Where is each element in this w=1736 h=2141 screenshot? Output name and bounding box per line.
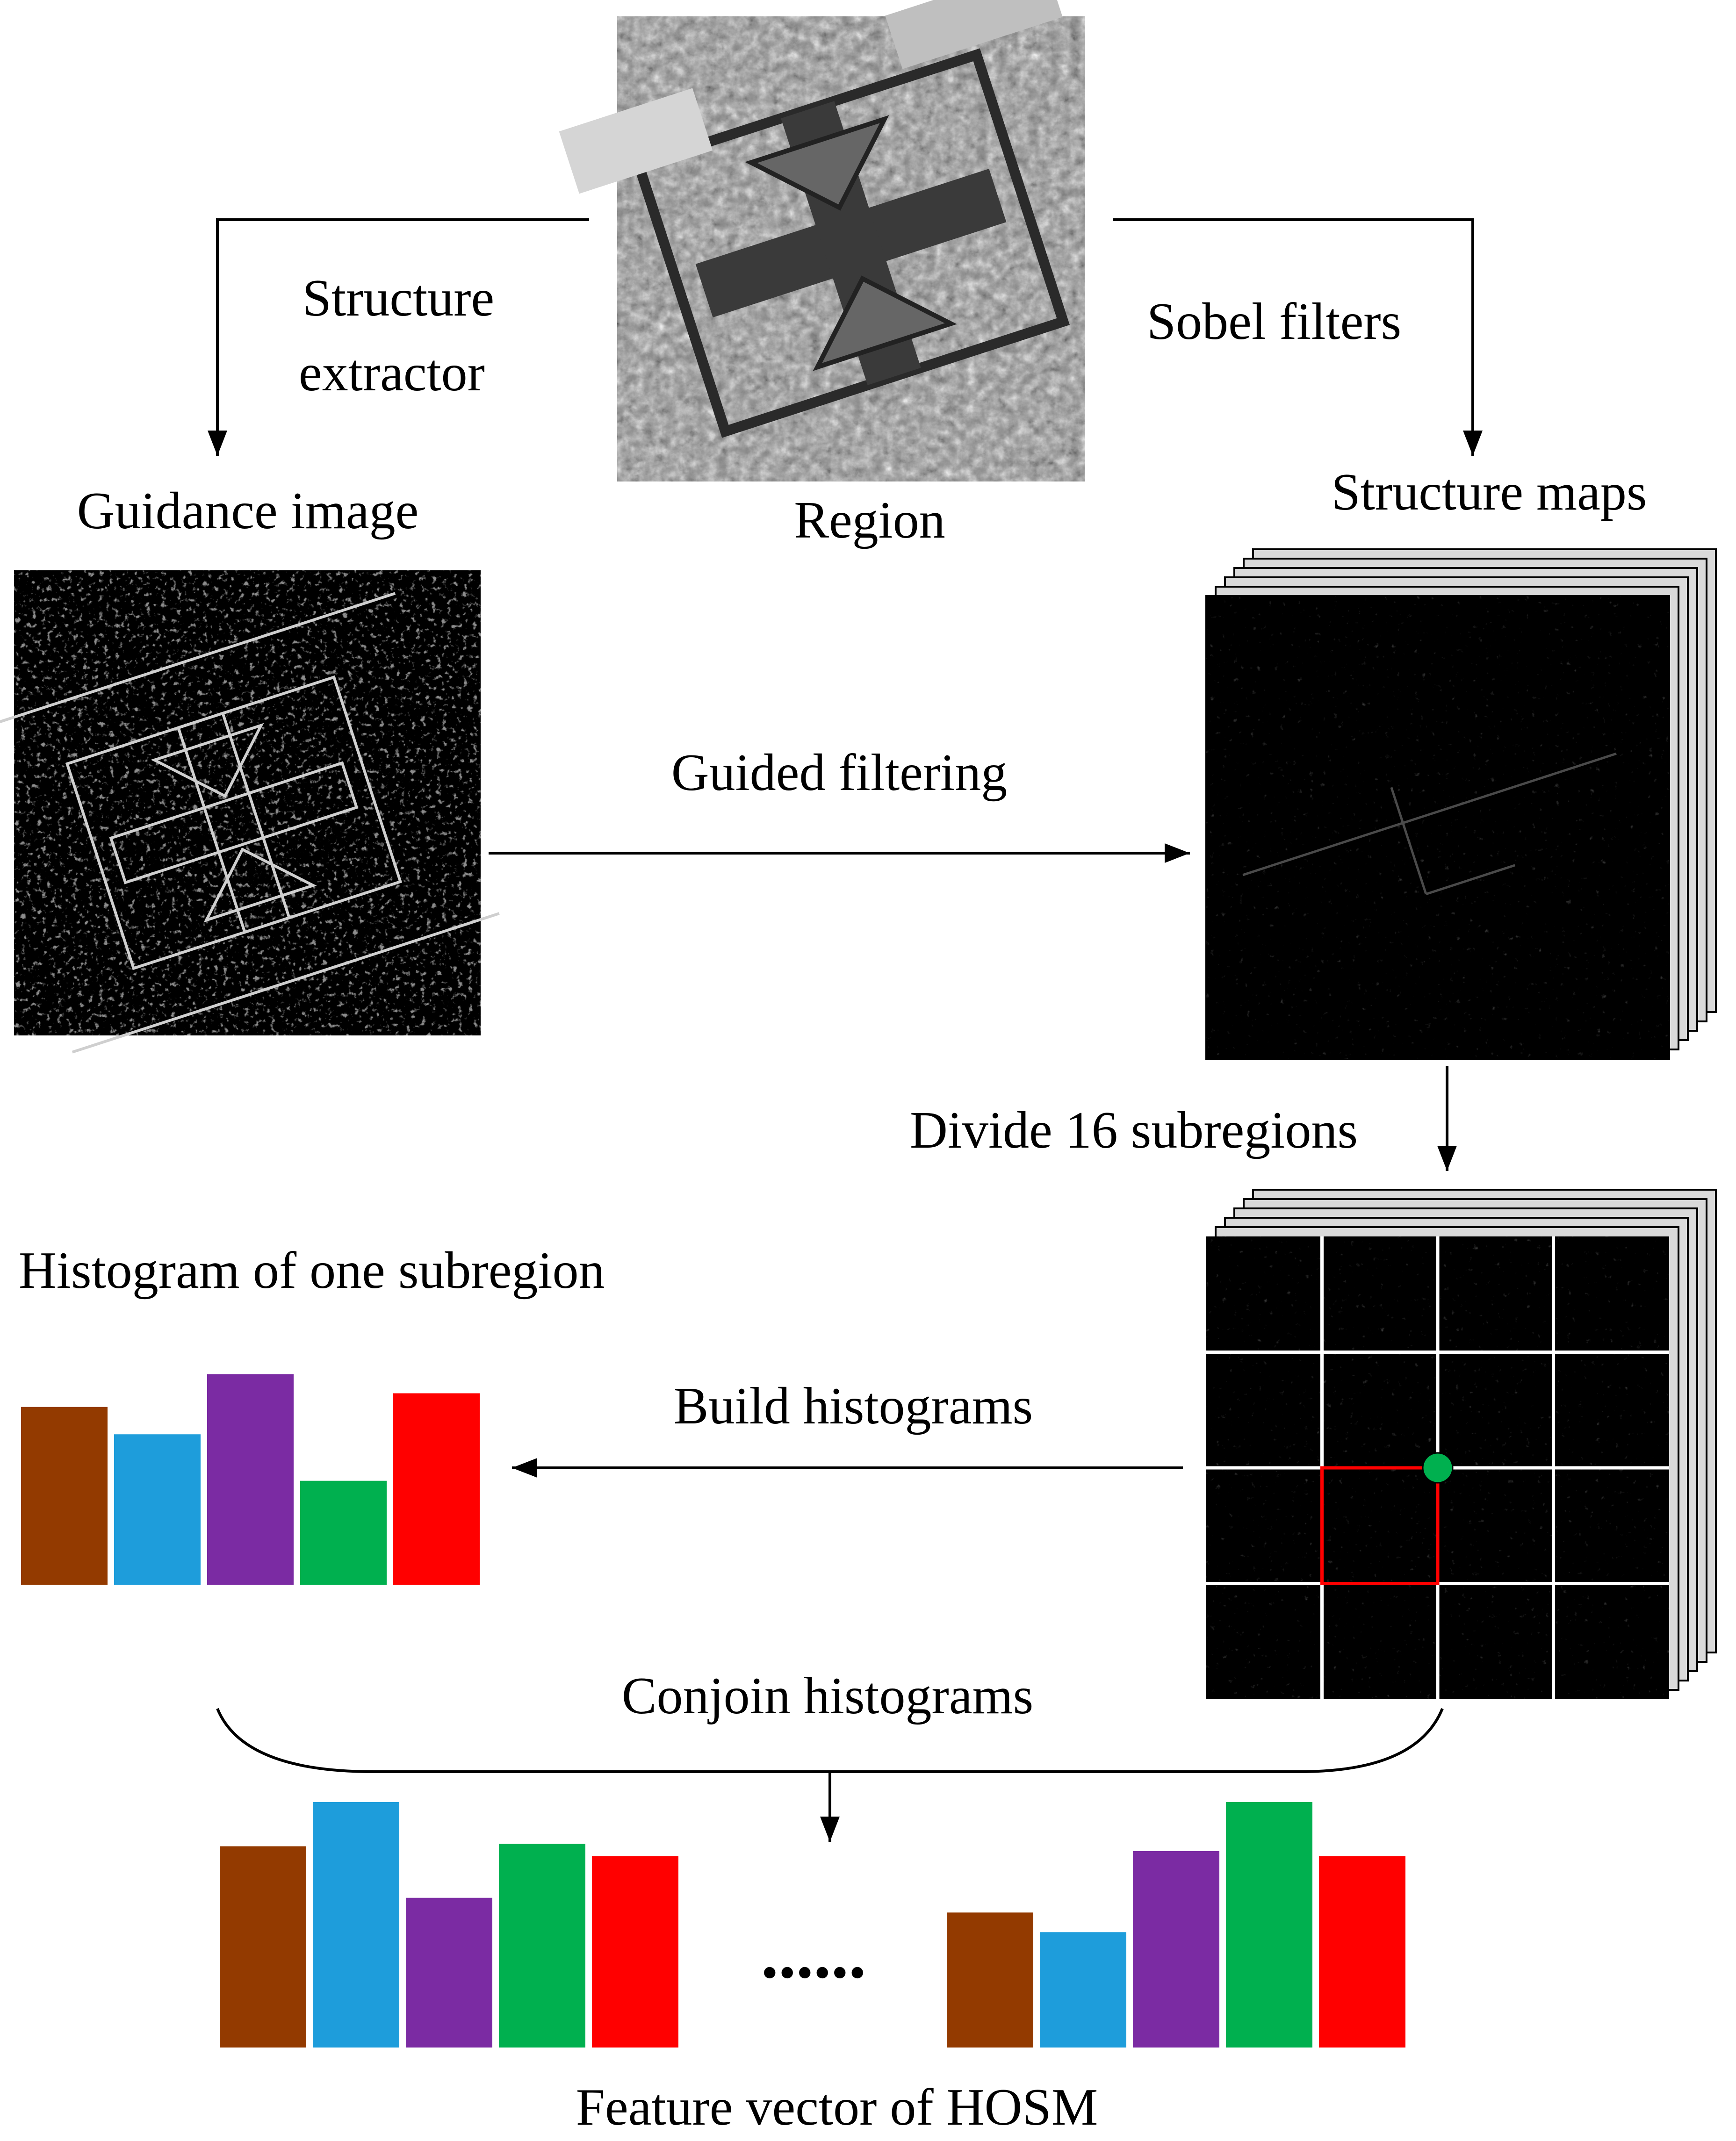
structure-extractor-line-2: extractor [299, 344, 485, 402]
guidance-image-label: Guidance image [77, 482, 419, 540]
feature-right-bar-3 [1133, 1851, 1219, 2048]
conjoin-histograms-label: Conjoin histograms [622, 1667, 1033, 1725]
build-histograms-label: Build histograms [674, 1377, 1033, 1435]
subregion-histogram-bar-1 [21, 1407, 108, 1585]
subregion-histogram-bar-2 [114, 1434, 201, 1585]
subregion-histogram-bar-5 [393, 1393, 480, 1585]
feature-left-bar-3 [406, 1897, 492, 2048]
structure-maps-stack [1205, 548, 1717, 1060]
feature-histogram-right [947, 1802, 1405, 2048]
feature-vector-label: Feature vector of HOSM [576, 2078, 1098, 2136]
region-image [559, 0, 1085, 481]
subregion-histogram [21, 1374, 480, 1585]
feature-left-bar-2 [313, 1802, 399, 2048]
structure-extractor-label-2: extractor [299, 344, 485, 402]
ellipsis-dots: ...... [761, 1915, 866, 1993]
guided-filtering-label: Guided filtering [671, 744, 1007, 802]
guidance-edges [0, 592, 500, 1054]
feature-right-bar-5 [1319, 1856, 1405, 2048]
conjoin-brace [216, 1708, 1444, 1773]
arrow-structure-extractor [208, 218, 589, 456]
feature-right-bar-1 [947, 1912, 1033, 2048]
divide-subregions-label: Divide 16 subregions [910, 1101, 1358, 1159]
sobel-filters-label: Sobel filters [1147, 293, 1401, 351]
subregion-grid-stack [1206, 1189, 1717, 1699]
structure-extractor-line-1: Structure [303, 269, 495, 327]
subregion-histogram-bar-4 [300, 1480, 387, 1585]
feature-right-bar-2 [1040, 1932, 1126, 2048]
feature-left-bar-4 [499, 1844, 585, 2048]
building-outline [559, 0, 1070, 438]
feature-left-bar-1 [220, 1846, 306, 2048]
guidance-image [0, 570, 500, 1054]
subregion-marker [1422, 1452, 1454, 1484]
region-label: Region [794, 491, 945, 549]
structure-extractor-label: Structure [303, 269, 495, 327]
feature-left-bar-5 [592, 1856, 678, 2048]
feature-histogram-left [220, 1802, 678, 2048]
subregion-histogram-bar-3 [207, 1374, 294, 1585]
selected-subregion [1320, 1466, 1440, 1585]
arrow-sobel-filters [1113, 218, 1483, 456]
structure-maps-label: Structure maps [1332, 463, 1647, 521]
feature-right-bar-4 [1226, 1802, 1312, 2048]
histogram-one-subregion-label: Histogram of one subregion [19, 1242, 605, 1300]
